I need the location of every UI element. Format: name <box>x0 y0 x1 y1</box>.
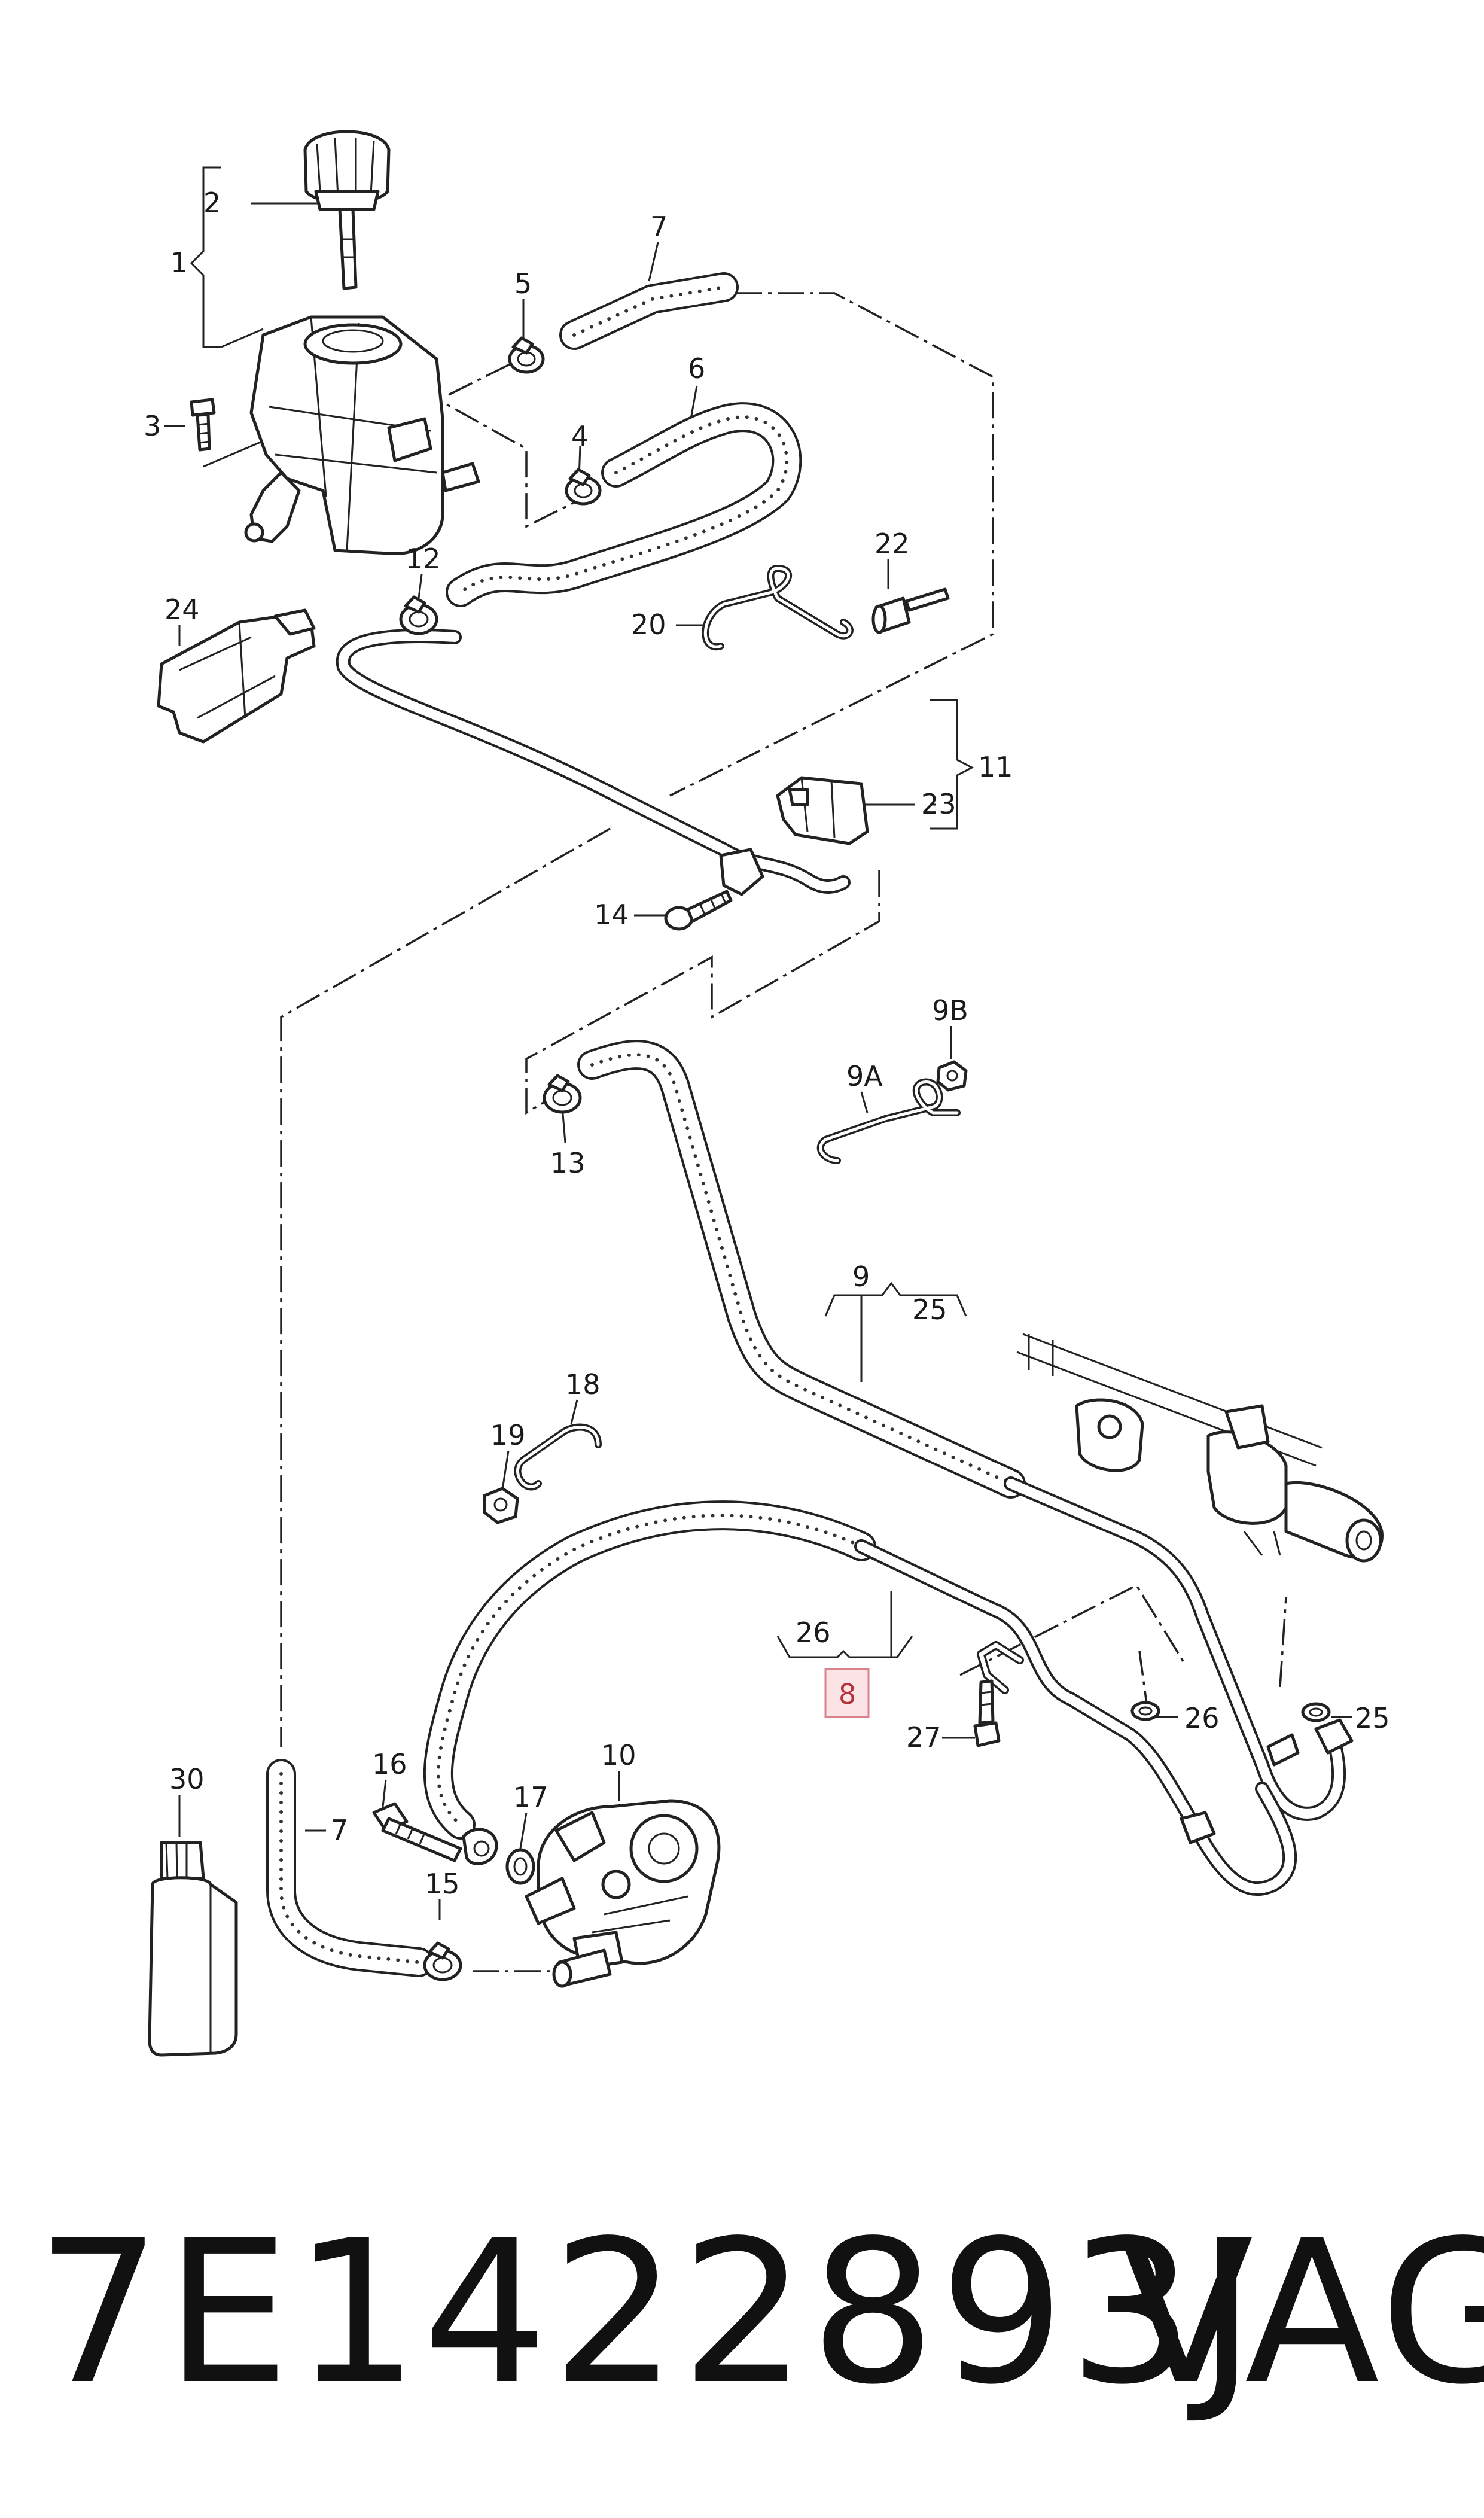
callout-22: 22 <box>874 528 910 560</box>
callout-10: 10 <box>601 1739 636 1771</box>
callout-5: 5 <box>514 267 532 300</box>
banjo-fitting-8 <box>462 1828 498 1865</box>
steering-rack <box>1016 1333 1384 1563</box>
callout-labels: 1 2 3 4 5 6 7 7 9 9A 9B 10 11 12 13 14 1… <box>144 187 1390 1900</box>
clamp-18 <box>514 1423 602 1491</box>
clip-20 <box>702 565 854 651</box>
cap-with-dipstick-2 <box>303 130 391 290</box>
clamp-12 <box>399 595 438 635</box>
callout-1: 1 <box>170 246 188 279</box>
hose-9-flexible <box>577 1040 1026 1499</box>
rivet-22 <box>871 587 950 634</box>
callout-18: 18 <box>565 1368 601 1400</box>
callout-9B: 9B <box>932 994 968 1027</box>
clamp-13 <box>543 1074 582 1114</box>
callout-7-left: 7 <box>331 1814 348 1846</box>
bolt-27 <box>973 1679 1001 1747</box>
callout-leaders <box>164 166 1352 1920</box>
callout-13: 13 <box>550 1147 586 1179</box>
callout-27: 27 <box>906 1721 941 1753</box>
callout-9A: 9A <box>846 1060 883 1092</box>
callout-15: 15 <box>425 1868 460 1900</box>
callout-26-right: 26 <box>1184 1702 1220 1734</box>
reservoir-1 <box>244 315 480 556</box>
callout-23: 23 <box>921 788 956 820</box>
bracket-24 <box>157 608 316 744</box>
callout-19: 19 <box>490 1419 526 1451</box>
callout-11: 11 <box>978 751 1013 783</box>
callout-6: 6 <box>688 352 705 385</box>
washer-17 <box>505 1848 535 1885</box>
holder-23 <box>776 776 869 845</box>
power-steering-pump-10 <box>525 1799 721 1970</box>
footer: 7E1422893J VAG <box>36 2198 1484 2428</box>
callout-24: 24 <box>164 593 200 626</box>
callout-3: 3 <box>144 410 161 442</box>
part-number: 7E1422893J <box>36 2198 1259 2428</box>
clamp-15 <box>423 1941 462 1981</box>
banjo-bolt-16 <box>372 1802 462 1862</box>
callout-30: 30 <box>169 1763 205 1795</box>
inlet-fitting <box>552 1948 612 1988</box>
callout-14: 14 <box>594 899 629 931</box>
callout-25-right: 25 <box>1355 1702 1390 1734</box>
callout-8: 8 <box>839 1678 856 1710</box>
callout-9: 9 <box>852 1260 870 1293</box>
hose-7-top <box>559 272 739 350</box>
screw-3 <box>190 398 216 452</box>
metal-pipe-9 <box>1004 1476 1346 1821</box>
clamp-4 <box>565 468 602 506</box>
brand: VAG <box>1119 2198 1484 2428</box>
callout-20: 20 <box>631 608 666 641</box>
callout-25-top: 25 <box>912 1293 947 1326</box>
callout-7-top: 7 <box>650 211 668 243</box>
nut-19 <box>483 1487 519 1524</box>
metal-return-pipe-11 <box>336 628 851 896</box>
highlight-box <box>824 1668 870 1718</box>
callout-4: 4 <box>571 420 589 452</box>
dash-dot-leader-lines <box>280 292 1287 1972</box>
metal-pipe-8 <box>854 1539 1297 1896</box>
hose-6 <box>446 402 802 607</box>
hose-7-left <box>266 1759 434 1977</box>
fittings <box>1130 1701 1354 1844</box>
clamp-5 <box>508 336 545 374</box>
nut-9B <box>936 1060 968 1092</box>
callout-2: 2 <box>203 187 221 219</box>
hose-8-flexible <box>423 1500 876 1840</box>
fluid-bottle-30 <box>148 1841 238 2057</box>
callout-26-top: 26 <box>796 1616 831 1649</box>
callout-16: 16 <box>372 1748 407 1780</box>
callout-17: 17 <box>513 1781 548 1813</box>
screw-14 <box>664 890 733 931</box>
clip-9A <box>816 1078 961 1164</box>
callout-12: 12 <box>406 543 441 575</box>
highlighted-part-8[interactable]: 8 <box>824 1668 870 1718</box>
